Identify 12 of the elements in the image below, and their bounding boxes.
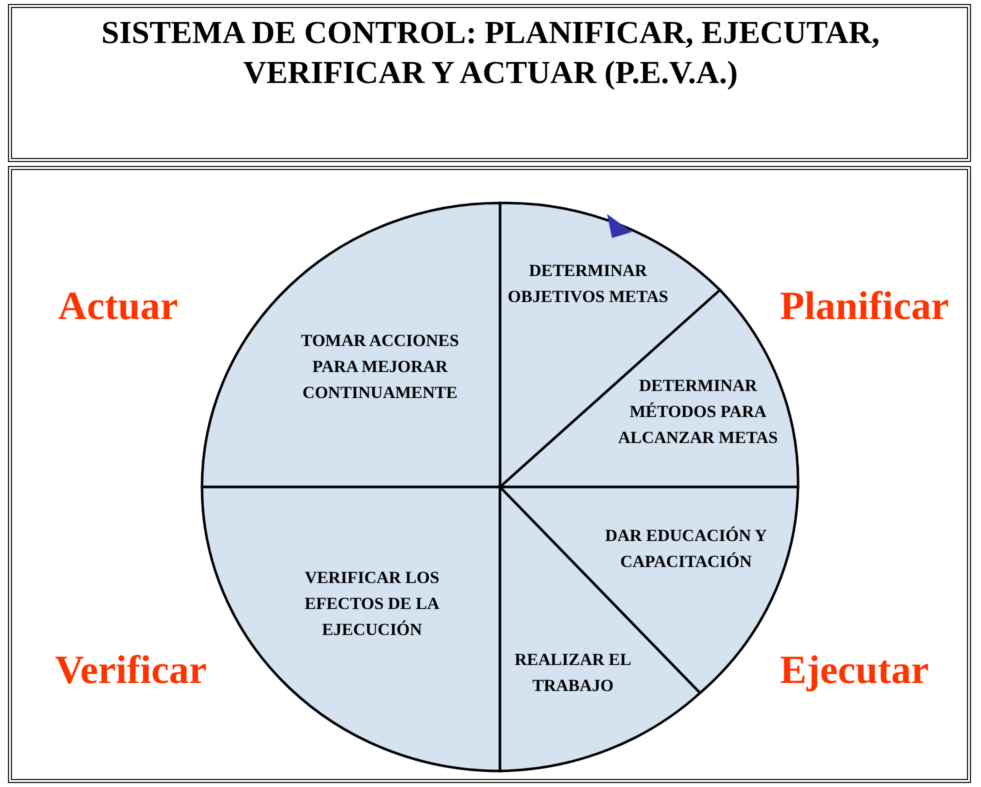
phase-label: Verificar xyxy=(55,646,207,693)
sector-label: TOMAR ACCIONES PARA MEJORAR CONTINUAMENTE xyxy=(300,330,460,404)
sector-label: DETERMINAR MÉTODOS PARA ALCANZAR METAS xyxy=(617,375,779,449)
title: SISTEMA DE CONTROL: PLANIFICAR, EJECUTAR, VERIFICAR Y ACTUAR (P.E.V.A.) xyxy=(100,13,881,92)
phase-label: Ejecutar xyxy=(780,646,929,693)
sector-label: DETERMINAR OBJETIVOS METAS xyxy=(506,260,670,308)
sector-label: REALIZAR EL TRABAJO xyxy=(514,649,632,697)
phase-label: Planificar xyxy=(780,282,949,329)
sector-label: VERIFICAR LOS EFECTOS DE LA EJECUCIÓN xyxy=(304,567,440,641)
pie-sector xyxy=(200,202,502,488)
phase-label: Actuar xyxy=(58,282,178,329)
sector-label: DAR EDUCACIÓN Y CAPACITACIÓN xyxy=(604,525,768,573)
